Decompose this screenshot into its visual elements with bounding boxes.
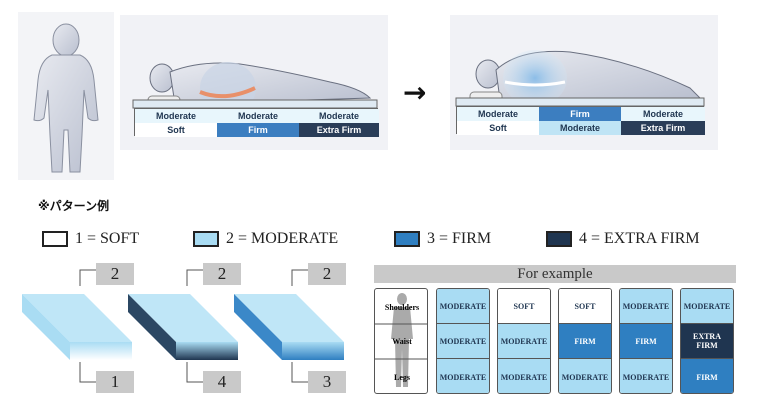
example-cell: MODERATE (620, 289, 672, 324)
example-cell: MODERATE (559, 359, 611, 393)
row-label-legs: Legs (394, 372, 410, 382)
segment-label: Extra Firm (299, 123, 379, 137)
block-extra-firm-moderate (128, 269, 238, 383)
segment-label: Moderate (539, 121, 621, 135)
pattern-example-heading: ※パターン例 (38, 199, 110, 213)
arrow-right-icon: → (403, 76, 427, 109)
example-cell: MODERATE (437, 359, 489, 393)
block-bottom-tag: 4 (203, 371, 241, 393)
legend-swatch (193, 231, 219, 247)
segment-label: Soft (135, 123, 217, 137)
legend-label: 3 = FIRM (427, 230, 492, 247)
segment-label: Moderate (299, 109, 379, 123)
body-silhouette-icon (375, 293, 427, 387)
example-column-4: MODERATE FIRM MODERATE (619, 288, 673, 394)
example-cell: FIRM (681, 359, 733, 393)
before-mattress-segments: Moderate Moderate Moderate Soft Firm Ext… (134, 108, 379, 137)
legend-label: 4 = EXTRA FIRM (579, 230, 700, 247)
legend-swatch (546, 231, 572, 247)
block-bottom-tag: 1 (96, 371, 134, 393)
after-mattress-segments: Moderate Firm Moderate Soft Moderate Ext… (456, 106, 705, 135)
example-cell: MODERATE (437, 289, 489, 324)
example-column-2: SOFT MODERATE MODERATE (497, 288, 551, 394)
example-cell: MODERATE (437, 324, 489, 359)
segment-label: Extra Firm (621, 121, 705, 135)
example-cell: EXTRA FIRM (681, 324, 733, 359)
example-column-3: SOFT FIRM MODERATE (558, 288, 612, 394)
top-illustration (0, 0, 759, 190)
block-soft-moderate (22, 269, 132, 383)
legend-item-soft: 1 = SOFT (42, 228, 139, 250)
block-top-tag: 2 (203, 263, 241, 285)
example-title: For example (374, 265, 736, 283)
standing-person-icon (18, 12, 114, 180)
block-top-tag: 2 (96, 263, 134, 285)
legend-label: 1 = SOFT (75, 230, 140, 247)
legend-item-firm: 3 = FIRM (394, 228, 491, 250)
legend-item-moderate: 2 = MODERATE (193, 228, 338, 250)
segment-label: Soft (457, 121, 539, 135)
segment-label: Moderate (621, 107, 705, 121)
legend-swatch (42, 231, 68, 247)
example-column-5: MODERATE EXTRA FIRM FIRM (680, 288, 734, 394)
example-column-1: MODERATE MODERATE MODERATE (436, 288, 490, 394)
legend-swatch (394, 231, 420, 247)
segment-label: Firm (217, 123, 299, 137)
example-cell: SOFT (498, 289, 550, 324)
segment-label: Firm (539, 107, 621, 121)
example-cell: SOFT (559, 289, 611, 324)
segment-label: Moderate (457, 107, 539, 121)
example-cell: MODERATE (620, 359, 672, 393)
example-cell: FIRM (559, 324, 611, 359)
legend-item-extra-firm: 4 = EXTRA FIRM (546, 228, 700, 250)
before-sleeping-person (120, 15, 388, 150)
example-cell: FIRM (620, 324, 672, 359)
row-label-waist: Waist (392, 336, 412, 346)
block-top-tag: 2 (308, 263, 346, 285)
block-firm-moderate (234, 269, 344, 383)
body-zone-column: Shoulders Waist Legs (374, 288, 428, 394)
segment-label: Moderate (217, 109, 299, 123)
block-bottom-tag: 3 (308, 371, 346, 393)
mattress-illustration (18, 12, 718, 180)
segment-label: Moderate (135, 109, 217, 123)
example-cell: MODERATE (681, 289, 733, 324)
example-cell: MODERATE (498, 324, 550, 359)
legend-label: 2 = MODERATE (226, 230, 339, 247)
example-cell: MODERATE (498, 359, 550, 393)
mattress-blocks (22, 269, 344, 383)
row-label-shoulders: Shoulders (384, 302, 420, 312)
